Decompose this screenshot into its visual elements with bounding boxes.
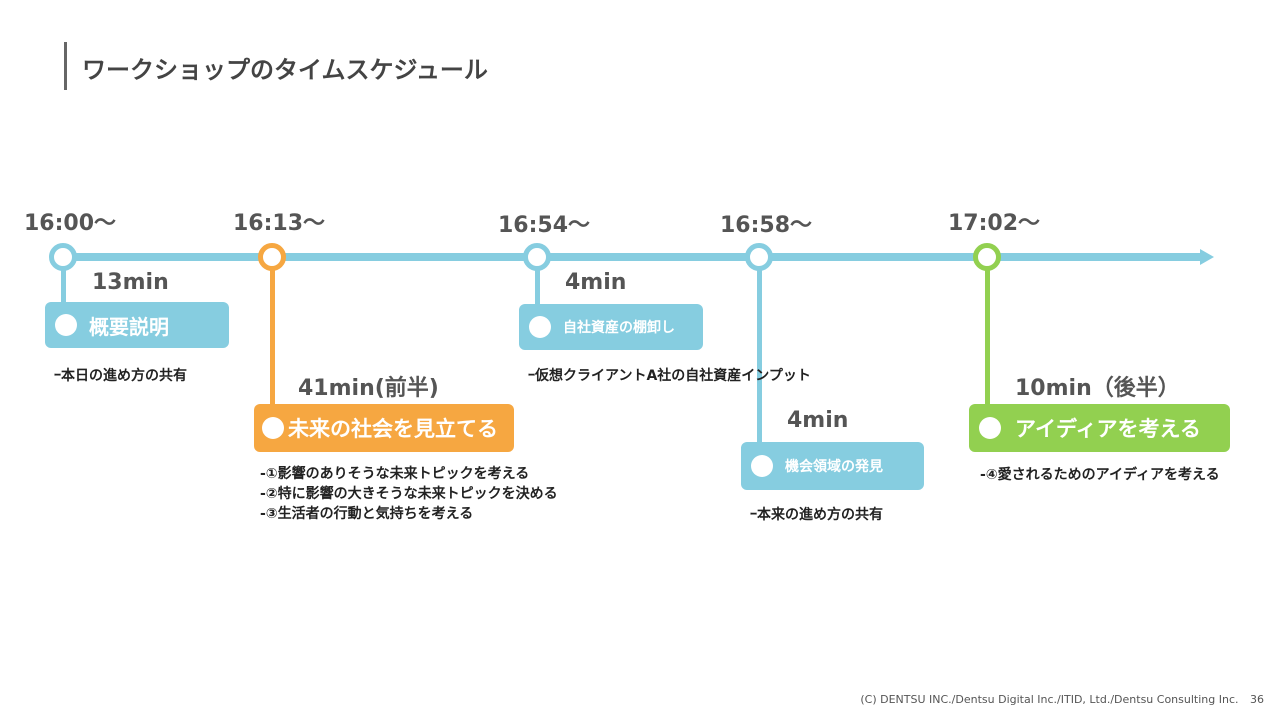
bullet-icon [979, 417, 1001, 439]
stage-time: 16:13〜 [233, 211, 326, 236]
timeline-node-5 [973, 243, 1001, 271]
timeline-arrow-icon [1200, 249, 1214, 265]
stage-box-idea: アイディアを考える [969, 404, 1230, 452]
stage-note: ｰ仮想クライアントA社の自社資産インプット [528, 368, 811, 384]
page-title: ワークショップのタイムスケジュール [82, 56, 488, 84]
connector-4 [757, 270, 762, 446]
timeline-node-1 [49, 243, 77, 271]
bullet-icon [751, 455, 773, 477]
timeline-line [60, 253, 1205, 261]
connector-2 [270, 270, 275, 410]
connector-5 [985, 270, 990, 408]
footer: (C) DENTSU INC./Dentsu Digital Inc./ITID… [852, 693, 1264, 706]
stage-box-future-society: 未来の社会を見立てる [254, 404, 514, 452]
stage-duration: 41min(前半) [298, 376, 439, 401]
stage-label: 未来の社会を見立てる [288, 417, 498, 441]
stage-duration: 4min [565, 270, 627, 295]
stage-box-asset-inventory: 自社資産の棚卸し [519, 304, 703, 350]
stage-duration: 10min（後半） [1015, 376, 1180, 401]
stage-label: 概要説明 [89, 314, 169, 339]
stage-time: 16:54〜 [498, 213, 591, 238]
stage-box-opportunity: 機会領域の発見 [741, 442, 924, 490]
stage-duration: 13min [92, 270, 169, 295]
timeline-node-2 [258, 243, 286, 271]
connector-3 [535, 270, 540, 306]
stage-time: 17:02〜 [948, 211, 1041, 236]
stage-label: アイディアを考える [1015, 417, 1201, 441]
bullet-icon [262, 417, 284, 439]
stage-label: 機会領域の発見 [785, 459, 883, 475]
stage-time: 16:00〜 [24, 211, 117, 236]
timeline-node-3 [523, 243, 551, 271]
page-number: 36 [1250, 693, 1264, 706]
timeline-node-4 [745, 243, 773, 271]
bullet-icon [55, 314, 77, 336]
title-accent-bar [64, 42, 67, 90]
stage-note: -④愛されるためのアイディアを考える [980, 467, 1220, 483]
stage-label: 自社資産の棚卸し [563, 320, 675, 336]
stage-note: -①影響のありそうな未来トピックを考える -②特に影響の大きそうな未来トピックを… [260, 466, 558, 522]
stage-note: ｰ本来の進め方の共有 [750, 507, 883, 523]
stage-box-overview: 概要説明 [45, 302, 229, 348]
stage-note: ｰ本日の進め方の共有 [54, 368, 187, 384]
bullet-icon [529, 316, 551, 338]
stage-duration: 4min [787, 408, 849, 433]
connector-1 [61, 270, 66, 306]
stage-time: 16:58〜 [720, 213, 813, 238]
copyright: (C) DENTSU INC./Dentsu Digital Inc./ITID… [860, 693, 1239, 706]
